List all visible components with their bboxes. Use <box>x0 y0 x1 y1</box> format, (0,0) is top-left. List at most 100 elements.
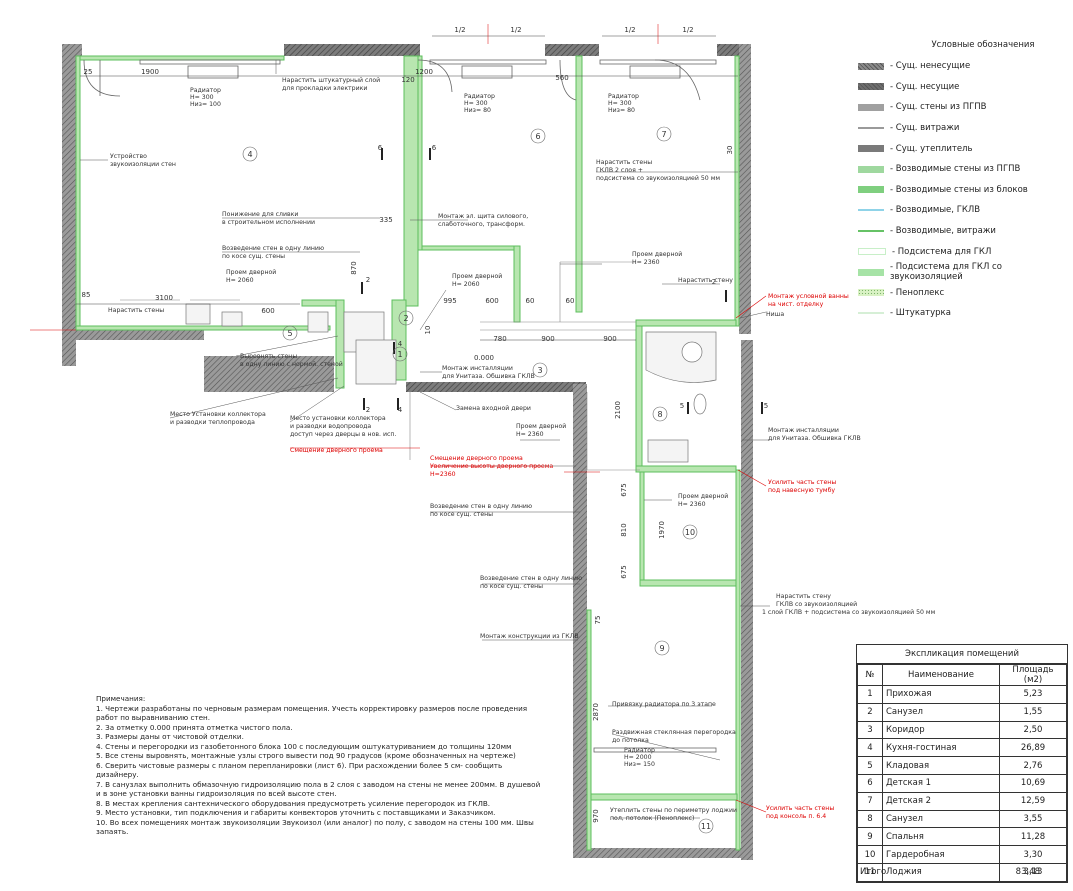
dim-870: 870 <box>350 261 358 274</box>
dim-half-3: 1/2 <box>624 26 635 34</box>
row-area: 11,28 <box>999 827 1067 847</box>
dim-half-1: 1/2 <box>454 26 465 34</box>
row-area: 3,55 <box>999 809 1067 829</box>
note-red-reinforce-2: под навесную тумбу <box>768 486 835 494</box>
note-build-wall-4: ГКЛВ со звукоизоляцией <box>776 600 857 608</box>
note-align-wall-2: в одну линию с нормой. стеной <box>240 360 343 368</box>
door-2060a-h: Н= 2060 <box>226 277 254 284</box>
dim-995: 995 <box>443 297 456 305</box>
legend-item: - Возводимые, ГКЛВ <box>858 200 1068 221</box>
door-2060b: Проем дверной <box>452 272 502 280</box>
legend-swatch <box>858 268 884 276</box>
dim-zero: 0.000 <box>474 354 494 362</box>
new-walls <box>75 55 741 851</box>
room-marker-6 <box>530 128 546 144</box>
dim-120: 120 <box>401 76 414 84</box>
dim-970: 970 <box>592 809 600 822</box>
dim-60b: 60 <box>566 297 575 305</box>
note-line: 5. Все стены выровнять, монтажные узлы с… <box>96 751 516 760</box>
legend-label: - Возводимые, ГКЛВ <box>890 205 981 216</box>
row-name: Прихожая <box>882 685 1000 704</box>
note-gkl-mount: Монтаж конструкции из ГКЛВ <box>480 633 579 640</box>
row-number: 1 <box>857 685 883 704</box>
section-markers <box>361 148 763 414</box>
dim-2870: 2870 <box>592 703 600 721</box>
row-name: Кухня-гостиная <box>882 738 1000 758</box>
room-label-11: 11 <box>701 822 711 831</box>
row-name: Лоджия <box>882 862 1000 882</box>
radiator-1-label: Радиатор <box>190 87 221 94</box>
note-radiator-bind: Привязку радиатора по 3 этапе <box>612 701 716 708</box>
note-niche: Ниша <box>766 311 784 318</box>
note-collector-3: Место установки коллектора <box>290 415 386 422</box>
note-line: и в зоне установки ванны гидроизоляция п… <box>96 789 337 798</box>
row-area: 2,50 <box>999 720 1067 740</box>
room-label-10: 10 <box>685 528 695 537</box>
sec-5a: 5 <box>680 402 684 410</box>
note-gklv-3: подсистема со звукоизоляцией 50 мм <box>596 174 720 182</box>
row-area: 26,89 <box>999 738 1067 758</box>
radiator-3-label: Радиатор <box>608 93 639 100</box>
explication-table: Экспликация помещений № Наименование Пло… <box>856 644 1068 883</box>
note-collector-5: доступ через дверцы в нов. исп. <box>290 431 396 438</box>
dim-675a: 675 <box>620 483 628 496</box>
note-loggia: Утеплить стены по периметру лоджии <box>610 807 737 814</box>
legend-swatch <box>858 83 884 91</box>
note-line: 10. Во всех помещениях монтаж звукоизоля… <box>96 817 534 827</box>
row-area: 5,23 <box>999 685 1067 704</box>
row-area: 2,76 <box>999 756 1067 775</box>
door-2360b: Проем дверной <box>632 250 682 258</box>
legend-item: - Сущ. стены из ПГПВ <box>858 97 1068 118</box>
sec-4b: 4 <box>398 406 403 414</box>
windows <box>83 59 717 753</box>
radiator-4-niz: Низ= 150 <box>624 761 655 768</box>
note-sound-2: звукоизоляции стен <box>110 161 176 168</box>
note-elec: Монтаж эл. щита силового, <box>438 213 528 220</box>
room-label-8: 8 <box>657 410 662 419</box>
legend-item: - Пеноплекс <box>858 283 1068 304</box>
red-leaders <box>290 295 767 813</box>
room-label-3: 3 <box>537 366 542 375</box>
note-pocket: Понижение для сливки <box>222 211 298 218</box>
note-red-shift-door: Смещение дверного проема <box>290 447 383 454</box>
legend-item: - Возводимые стены из блоков <box>858 180 1068 201</box>
room-label-2: 2 <box>403 314 408 323</box>
row-number: 8 <box>857 809 883 829</box>
note-line: 6. Сверить чистовые размеры с планом пер… <box>96 760 503 770</box>
legend-swatch <box>858 289 884 297</box>
note-collector-2: и разводки теплопровода <box>170 419 255 426</box>
note-build-wall-2: Нарастить стену <box>678 277 733 284</box>
row-name: Детская 2 <box>882 791 1000 811</box>
dim-75: 75 <box>594 616 602 625</box>
legend-item: - Сущ. утеплитель <box>858 138 1068 159</box>
dim-560: 560 <box>555 74 568 82</box>
room-label-7: 7 <box>661 130 666 139</box>
legend-label: - Подсистема для ГКЛ <box>892 246 992 257</box>
dim-3100: 3100 <box>155 294 173 302</box>
legend-swatch <box>858 103 884 111</box>
room-marker-11 <box>698 818 714 834</box>
door-2060b-h: Н= 2060 <box>452 281 480 288</box>
note-plaster: Нарастить штукатурный слой <box>282 76 380 84</box>
legend-item: - Возводимые, витражи <box>858 221 1068 242</box>
note-entry: Замена входной двери <box>456 404 531 412</box>
room-marker-2 <box>398 310 414 326</box>
sec-3: 2 <box>712 278 716 286</box>
row-name: Спальня <box>882 827 1000 847</box>
row-area: 10,69 <box>999 773 1067 793</box>
leaders <box>80 60 770 819</box>
row-name: Кладовая <box>882 756 1000 775</box>
col-header-area: Площадь (м2) <box>999 664 1067 686</box>
legend-item: - Подсистема для ГКЛ <box>858 241 1068 262</box>
bath-fixtures <box>185 303 717 463</box>
row-number: 5 <box>857 756 883 775</box>
radiator-2-niz: Низ= 80 <box>464 107 491 114</box>
note-install-4: для Унитаза. Обшивка ГКЛВ <box>768 434 861 442</box>
existing-walls <box>62 44 753 860</box>
